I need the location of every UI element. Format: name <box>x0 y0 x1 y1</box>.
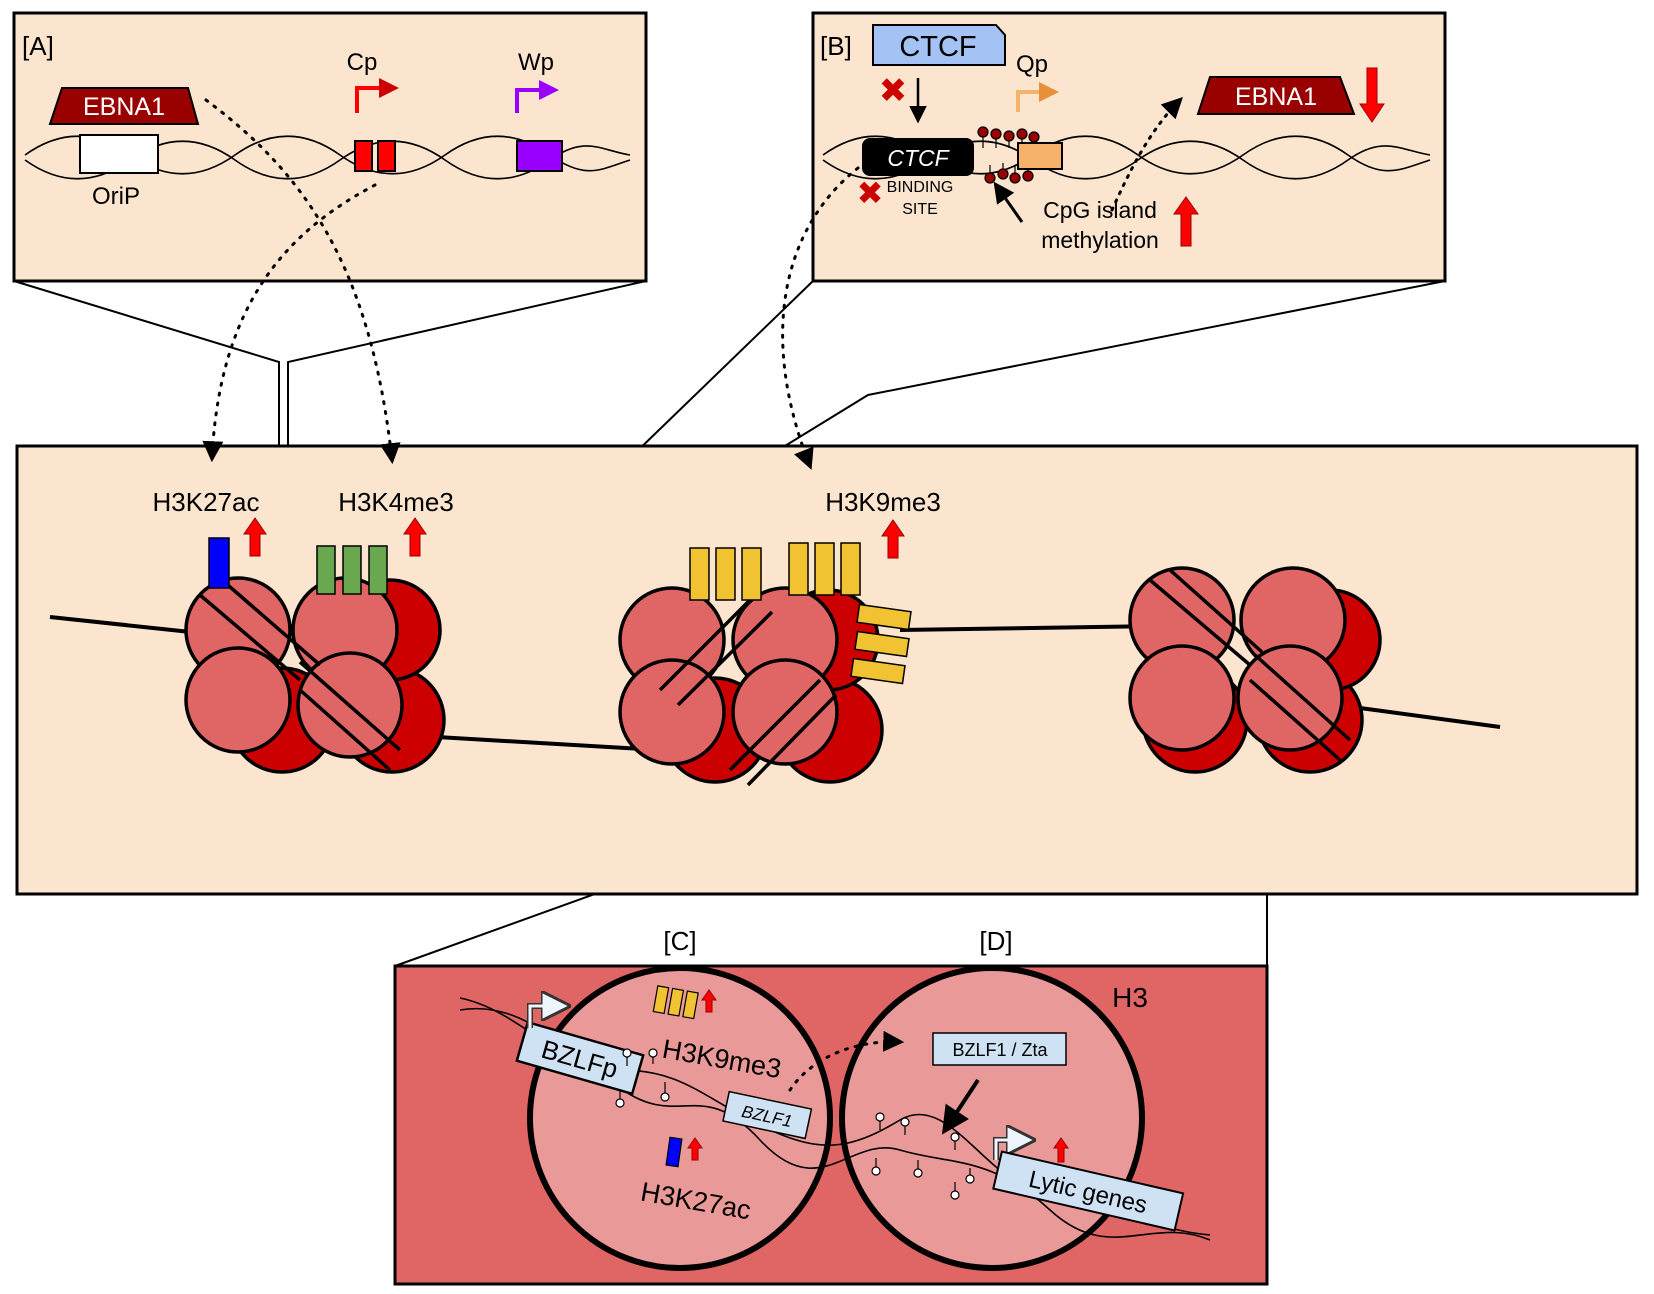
cpg-label-1: CpG island <box>1043 197 1157 223</box>
zta-binding-arrow-icon <box>941 1078 980 1135</box>
nucleosome-active <box>184 576 446 774</box>
cp-label: Cp <box>347 49 378 76</box>
zoom-h3k9me3-marks <box>652 985 699 1020</box>
tag-c: [C] <box>663 926 696 956</box>
circle-d <box>839 965 1145 1271</box>
orip-label: OriP <box>92 183 140 210</box>
bzlfp-box: BZLFp <box>515 1020 645 1096</box>
bzlf1-gene-box: BZLF1 <box>722 1090 813 1140</box>
qp-label: Qp <box>1016 51 1048 78</box>
panel-b: [B] CTCF ✖ CTCF ✖ BINDING SITE <box>811 11 1447 283</box>
h3k4me3-label: H3K4me3 <box>338 487 454 517</box>
zoom-panel: [C] [D] H3 BZLFp BZLF1 <box>393 926 1269 1286</box>
zoom-h3k27ac-mark <box>665 1136 683 1168</box>
bzlfp-arrow-fill <box>528 1004 565 1028</box>
zoom-h3k27ac-up-icon <box>687 1137 703 1161</box>
decrease-arrow-icon <box>1359 67 1385 123</box>
site-x-icon: ✖ <box>857 175 884 211</box>
zoom-h3k9me3-up-icon <box>701 989 717 1013</box>
zoom-lollipops <box>615 1048 975 1200</box>
panel-a-tag: [A] <box>22 31 54 61</box>
site-caption: SITE <box>902 201 938 218</box>
h3k4me3-mark-2 <box>342 545 362 595</box>
ebna1-protein-b <box>1196 76 1356 115</box>
ebna1-label-b: EBNA1 <box>1235 83 1317 111</box>
blocked-x-icon: ✖ <box>879 72 908 110</box>
increase-arrow-icon <box>1173 196 1199 247</box>
h3k9me3-marks <box>689 542 912 685</box>
panel-a: [A] EBNA1 OriP Cp Wp <box>12 11 648 283</box>
orip-box <box>79 134 159 174</box>
cp-exon-2 <box>377 140 396 172</box>
cpg-pointer-arrow-icon <box>993 181 1024 223</box>
nucleosome-repressed <box>618 586 884 787</box>
zta-protein-box <box>932 1032 1067 1066</box>
h3k27ac-mark <box>208 537 230 589</box>
h3-label: H3 <box>1112 982 1148 1013</box>
dotted-arrows <box>202 98 860 470</box>
h3k4me3-mark-1 <box>316 545 336 595</box>
wp-arrow-icon <box>515 80 559 113</box>
wp-box <box>516 140 563 172</box>
h3k27ac-label: H3K27ac <box>153 487 260 517</box>
zta-label: BZLF1 / Zta <box>952 1040 1048 1060</box>
panel-b-tag: [B] <box>820 31 852 61</box>
ctcf-label: CTCF <box>899 31 976 63</box>
circle-c <box>527 965 833 1271</box>
wp-label: Wp <box>518 49 554 76</box>
h3k27ac-up-icon <box>243 517 267 557</box>
ctcf-protein <box>872 24 1006 66</box>
cpg-label-2: methylation <box>1041 227 1159 253</box>
lytic-arrow-fill <box>994 1138 1030 1160</box>
ebna1-protein-a <box>48 87 200 125</box>
h3k4me3-up-icon <box>403 517 427 557</box>
cp-arrow-icon <box>355 78 399 113</box>
qp-to-ebna1-arrow <box>1110 97 1183 212</box>
nucleosome-lytic <box>1128 566 1382 774</box>
ebna1-label-a: EBNA1 <box>83 93 165 121</box>
binding-caption: BINDING <box>887 179 954 196</box>
qp-box <box>1017 142 1063 170</box>
lytic-up-icon <box>1053 1137 1069 1163</box>
bzlf1-to-zta-arrow <box>788 1030 905 1092</box>
h3k9me3-label: H3K9me3 <box>825 487 941 517</box>
h3k9me3-up-icon <box>881 519 905 559</box>
cpg-methylation-lollipops <box>977 126 1040 184</box>
cp-exon-1 <box>354 140 373 172</box>
tag-d: [D] <box>979 926 1012 956</box>
h3k4me3-mark-3 <box>368 545 388 595</box>
qp-arrow-icon <box>1016 82 1059 112</box>
ctcf-binding-site <box>862 138 974 176</box>
linker-dna <box>49 615 1501 752</box>
ctcf-site-label: CTCF <box>887 145 950 171</box>
